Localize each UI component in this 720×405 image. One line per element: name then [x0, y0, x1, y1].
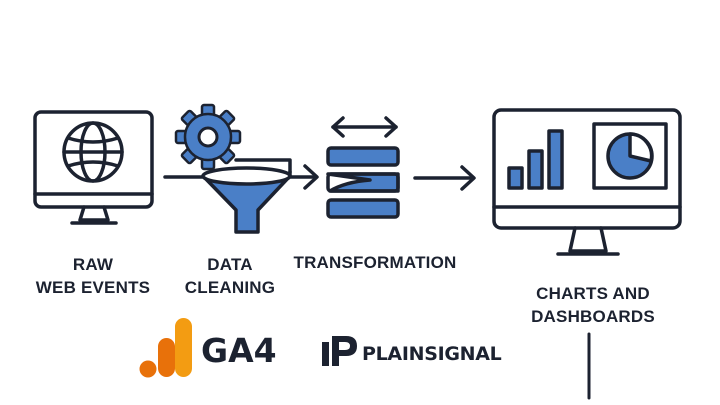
charts-label-line1: CHARTS AND: [536, 284, 650, 303]
arrow-transformation-to-charts: [413, 165, 476, 191]
globe-icon: [62, 121, 124, 183]
ga4-logo-text: GA4: [201, 331, 277, 370]
raw-label-line2: WEB EVENTS: [35, 278, 151, 297]
pie-chart-icon: [606, 132, 654, 180]
cleaning-label-line1: DATA: [207, 255, 253, 274]
data-cleaning-label: DATA CLEANING: [170, 253, 290, 299]
globe-monitor-icon: [33, 110, 154, 225]
transformation-label-line1: TRANSFORMATION: [293, 253, 457, 272]
arrow-cleaning-to-transformation: [288, 164, 319, 190]
double-arrow-icon: [331, 116, 398, 138]
charts-dashboards-label: CHARTS AND DASHBOARDS: [510, 282, 676, 328]
plainsignal-logo-text: PLAINSIGNAL: [362, 343, 502, 365]
gear-icon: [174, 103, 242, 171]
cleaning-label-line2: CLEANING: [184, 278, 276, 297]
raw-web-events-label: RAW WEB EVENTS: [18, 253, 168, 299]
funnel-icon: [201, 158, 292, 234]
dashboard-monitor-icon: [492, 108, 682, 256]
charts-label-line2: DASHBOARDS: [531, 307, 655, 326]
raw-label-line1: RAW: [72, 255, 114, 274]
plainsignal-mark-icon: [322, 336, 357, 366]
ga-bars-icon: [139, 318, 192, 378]
bar-chart-icon: [507, 129, 564, 190]
stacked-layers-icon: [326, 146, 400, 219]
transformation-label: TRANSFORMATION: [282, 251, 468, 274]
